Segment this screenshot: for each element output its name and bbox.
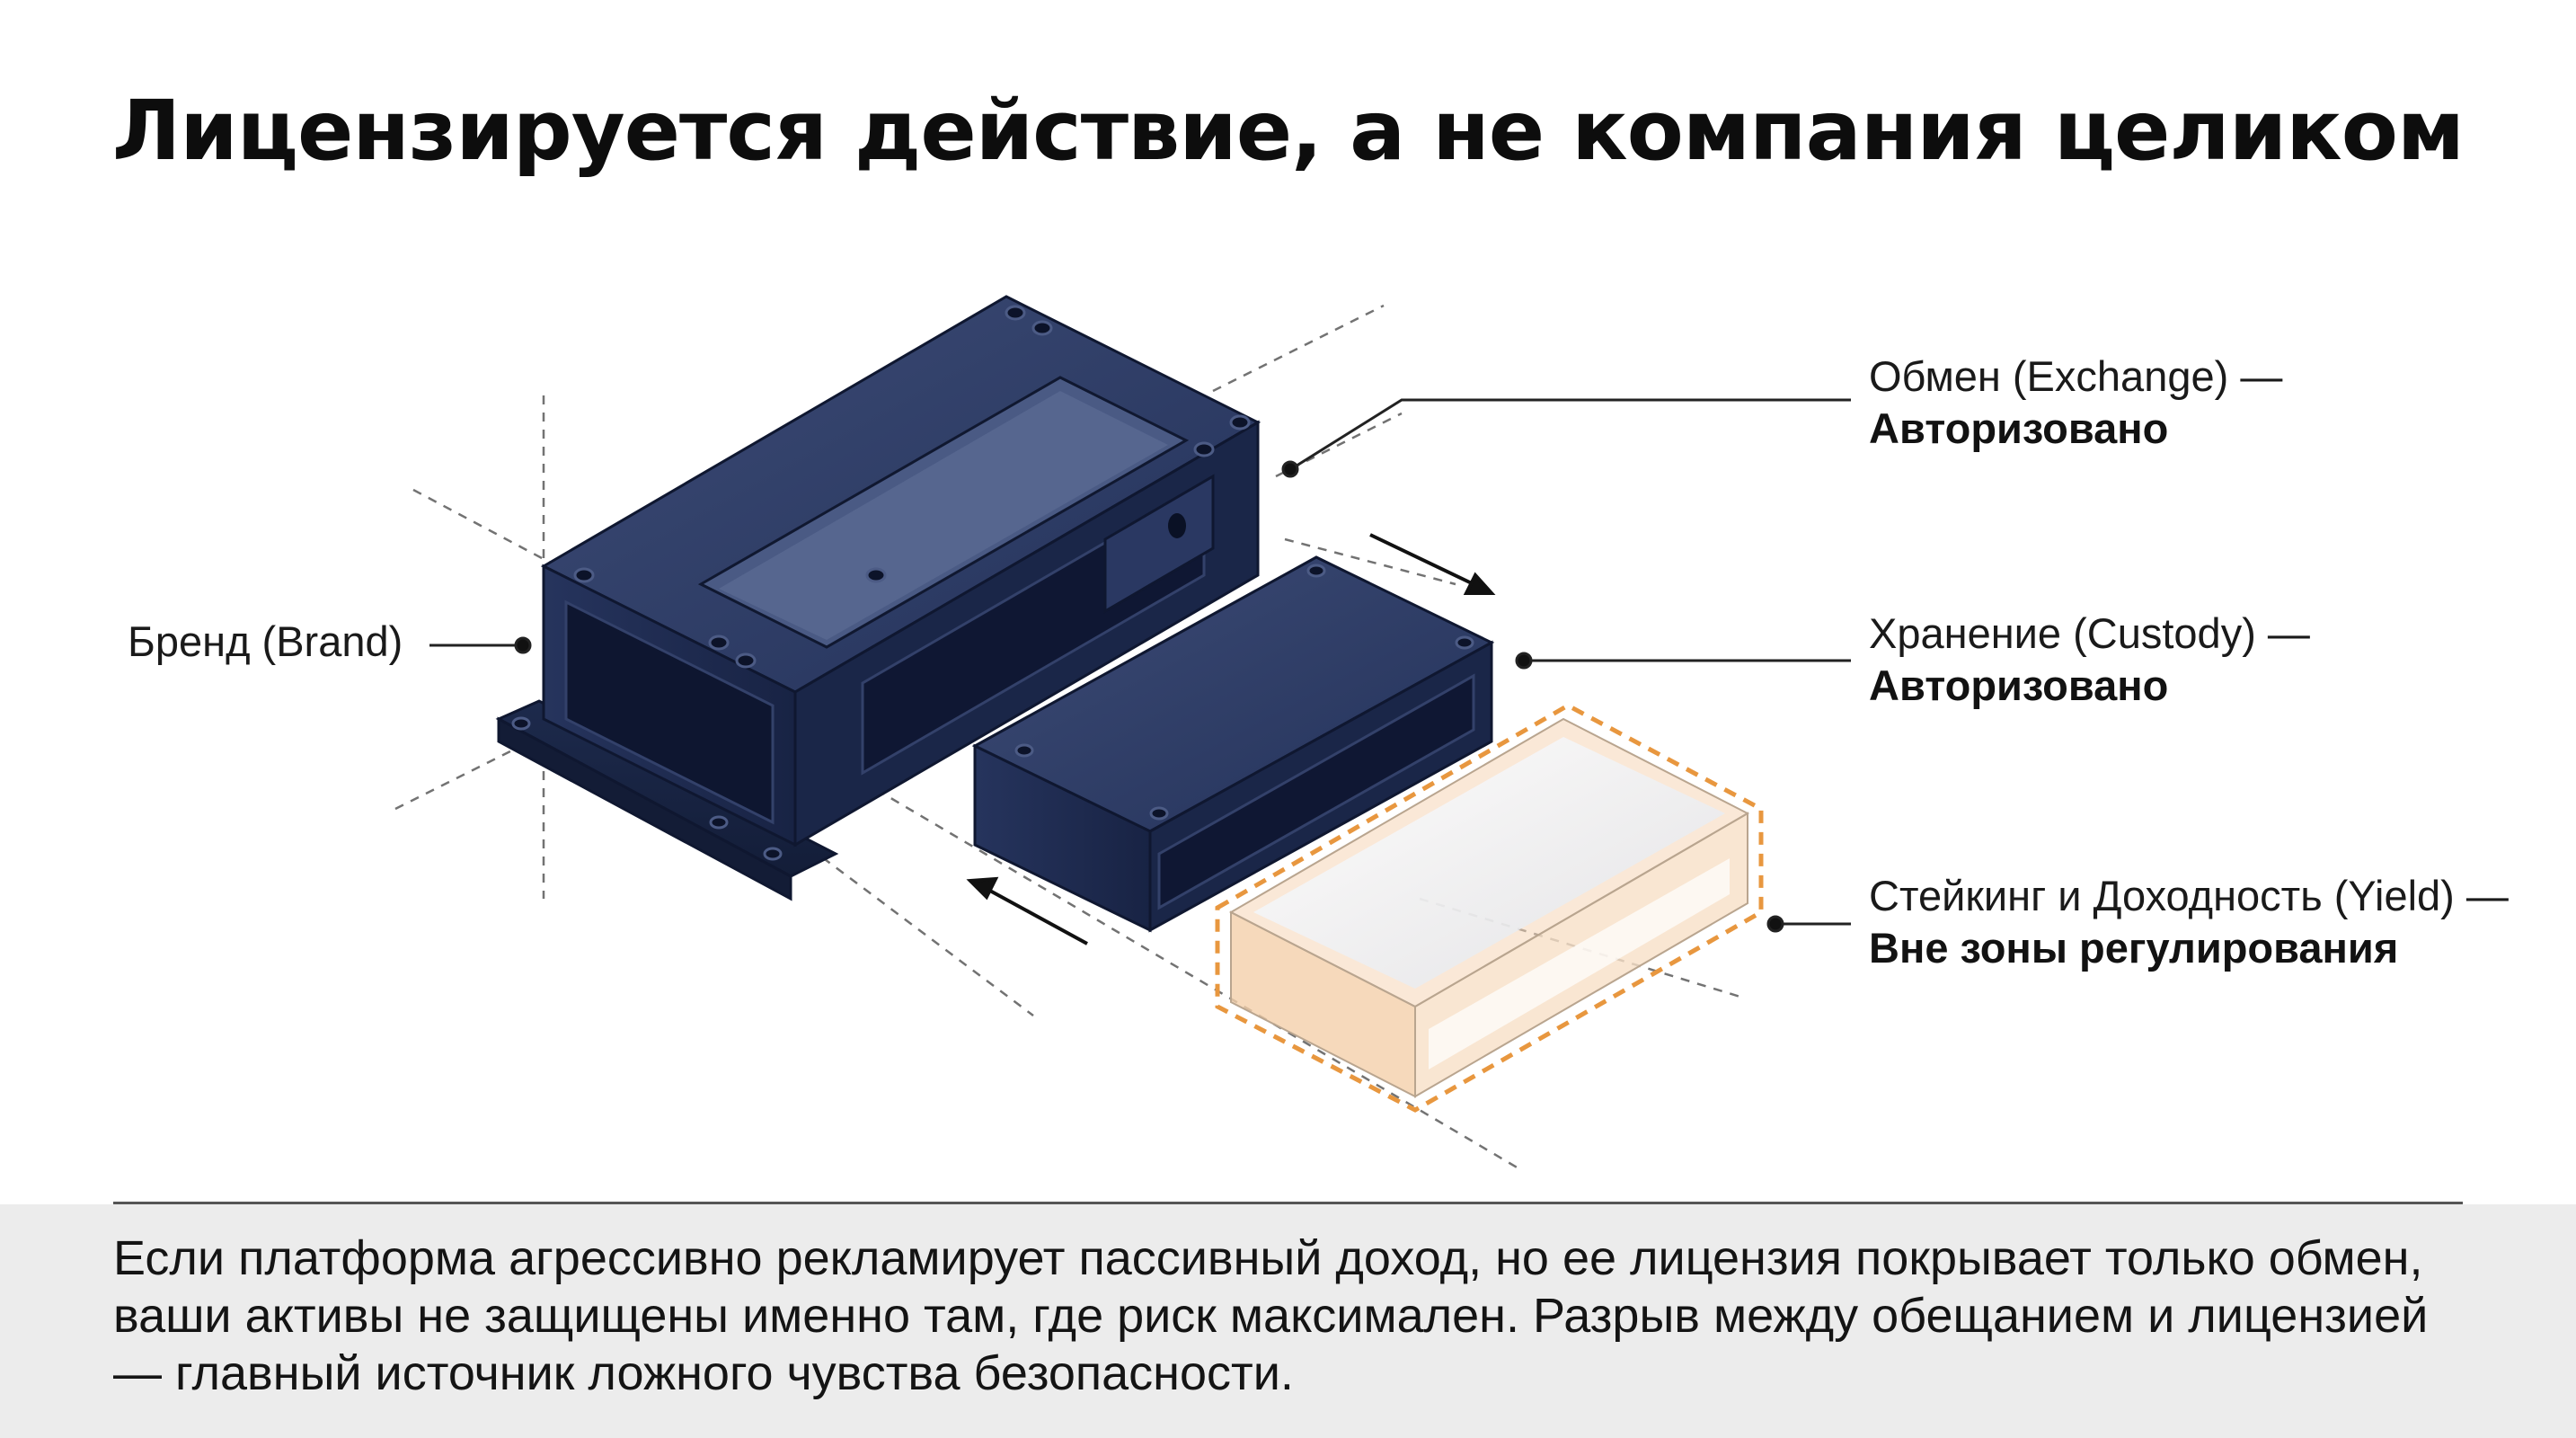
slide-title: Лицензируется действие, а не компания це…: [111, 83, 2465, 179]
callout-staking-status: Вне зоны регулирования: [1869, 924, 2399, 972]
divider: [113, 1202, 2463, 1204]
callout-custody-name: Хранение (Custody) —: [1869, 609, 2310, 657]
note-text: Если платформа агрессивно рекламирует па…: [113, 1231, 2429, 1400]
yield-box: [1215, 703, 1764, 1113]
motion-arrows: [966, 533, 1496, 945]
callout-custody: Хранение (Custody) — Авторизовано: [1869, 608, 2310, 712]
label-brand: Бренд (Brand): [128, 617, 403, 665]
unregulated-border: [1215, 703, 1764, 1113]
callout-exchange: Обмен (Exchange) — Авторизовано: [1869, 351, 2282, 455]
callout-custody-status: Авторизовано: [1869, 661, 2169, 709]
callout-staking-name: Стейкинг и Доходность (Yield) —: [1869, 872, 2509, 919]
callout-exchange-name: Обмен (Exchange) —: [1869, 352, 2283, 400]
leader-lines: [429, 398, 1851, 933]
custody-tray: [971, 555, 1495, 933]
callout-exchange-status: Авторизовано: [1869, 404, 2169, 452]
brand-housing: [495, 295, 1261, 901]
exploded-diagram: [394, 295, 1851, 1170]
callout-staking: Стейкинг и Доходность (Yield) — Вне зоны…: [1869, 870, 2509, 974]
note-panel: [0, 1204, 2576, 1438]
